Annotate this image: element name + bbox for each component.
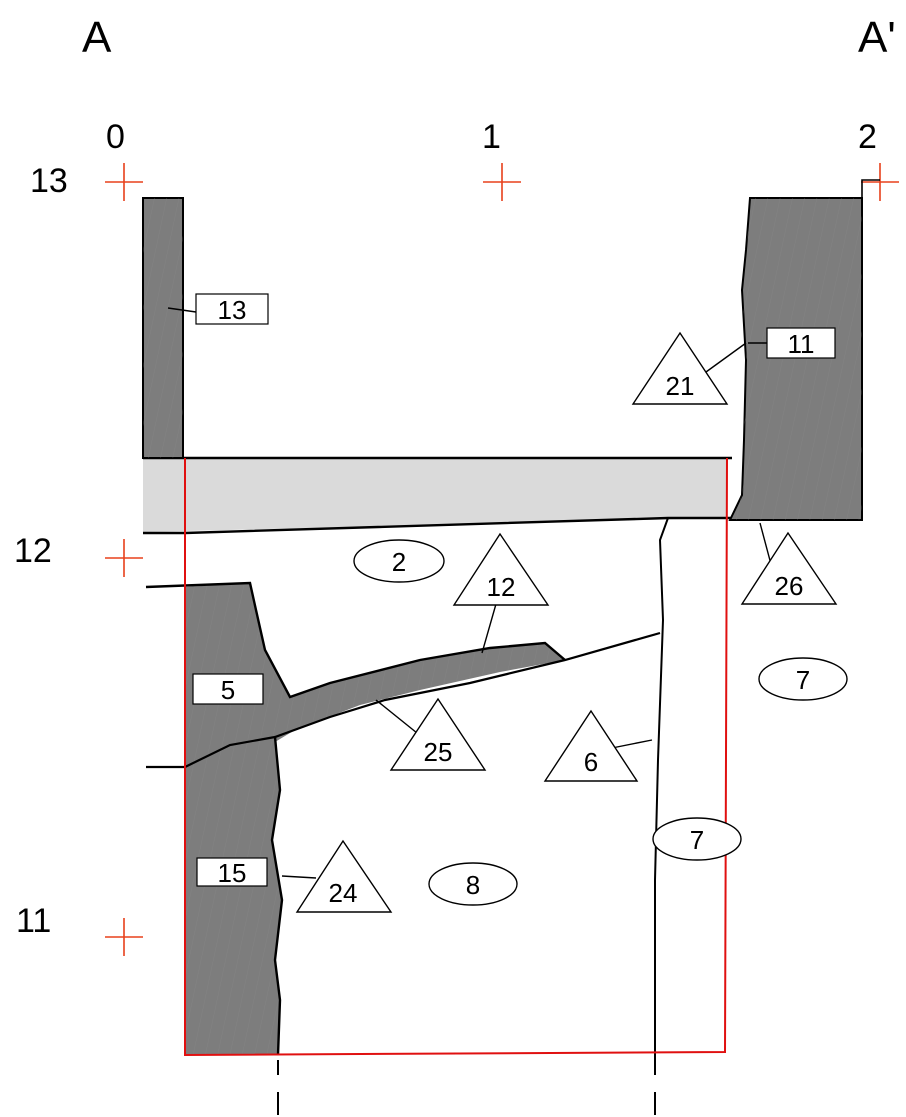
grid-x-label-1: 1 bbox=[482, 118, 501, 156]
lower-deposit-right-edge bbox=[270, 736, 284, 1056]
svg-text:26: 26 bbox=[775, 571, 804, 601]
grid-y-label-13: 13 bbox=[30, 162, 68, 200]
section-label-end: A' bbox=[858, 13, 896, 62]
triangle-marker-26: 26 bbox=[740, 531, 838, 605]
feature-box-11: 11 bbox=[766, 327, 836, 359]
triangle-marker-12: 12 bbox=[452, 532, 550, 606]
context-oval-7-right: 7 bbox=[758, 657, 848, 701]
triangle-marker-6: 6 bbox=[543, 709, 639, 782]
grid-marker-2-13 bbox=[861, 163, 899, 201]
context-oval-7-lower: 7 bbox=[652, 817, 742, 861]
context-oval-8: 8 bbox=[428, 862, 518, 906]
light-layer-bottom-line bbox=[143, 516, 780, 535]
svg-text:2: 2 bbox=[392, 547, 406, 577]
cut-line-7 bbox=[654, 517, 669, 1060]
svg-text:15: 15 bbox=[218, 858, 247, 888]
grid-markers bbox=[105, 163, 899, 956]
grid-marker-1-13 bbox=[483, 163, 521, 201]
grid-x-label-2: 2 bbox=[858, 118, 877, 156]
svg-text:7: 7 bbox=[796, 665, 810, 695]
grid-x-label-0: 0 bbox=[106, 118, 125, 156]
grid-marker-0-13 bbox=[105, 163, 143, 201]
corner-tick bbox=[861, 179, 880, 202]
svg-text:6: 6 bbox=[584, 747, 598, 777]
lower-deposit-underline bbox=[146, 631, 661, 769]
feature-box-15: 15 bbox=[196, 857, 268, 888]
svg-text:7: 7 bbox=[690, 825, 704, 855]
feature-box-13: 13 bbox=[195, 293, 269, 325]
section-label-start: A bbox=[82, 13, 112, 62]
svg-text:8: 8 bbox=[466, 870, 480, 900]
triangle-marker-24: 24 bbox=[295, 839, 393, 913]
grid-marker-0-11 bbox=[105, 918, 143, 956]
svg-text:5: 5 bbox=[221, 675, 235, 705]
triangle-marker-25: 25 bbox=[389, 697, 487, 771]
svg-text:21: 21 bbox=[666, 371, 695, 401]
svg-text:13: 13 bbox=[218, 295, 247, 325]
triangle-marker-21: 21 bbox=[631, 331, 729, 405]
context-oval-2: 2 bbox=[353, 539, 445, 583]
feature-box-5: 5 bbox=[192, 673, 264, 705]
grid-y-label-11: 11 bbox=[16, 902, 51, 940]
light-layer bbox=[143, 458, 727, 532]
lower-deposit-outline bbox=[145, 581, 566, 699]
svg-text:25: 25 bbox=[424, 737, 453, 767]
grid-marker-0-12 bbox=[105, 539, 143, 577]
svg-text:12: 12 bbox=[487, 572, 516, 602]
svg-text:24: 24 bbox=[329, 878, 358, 908]
svg-text:11: 11 bbox=[788, 329, 815, 359]
excavation-outline bbox=[184, 457, 728, 1057]
grid-y-label-12: 12 bbox=[14, 532, 52, 570]
